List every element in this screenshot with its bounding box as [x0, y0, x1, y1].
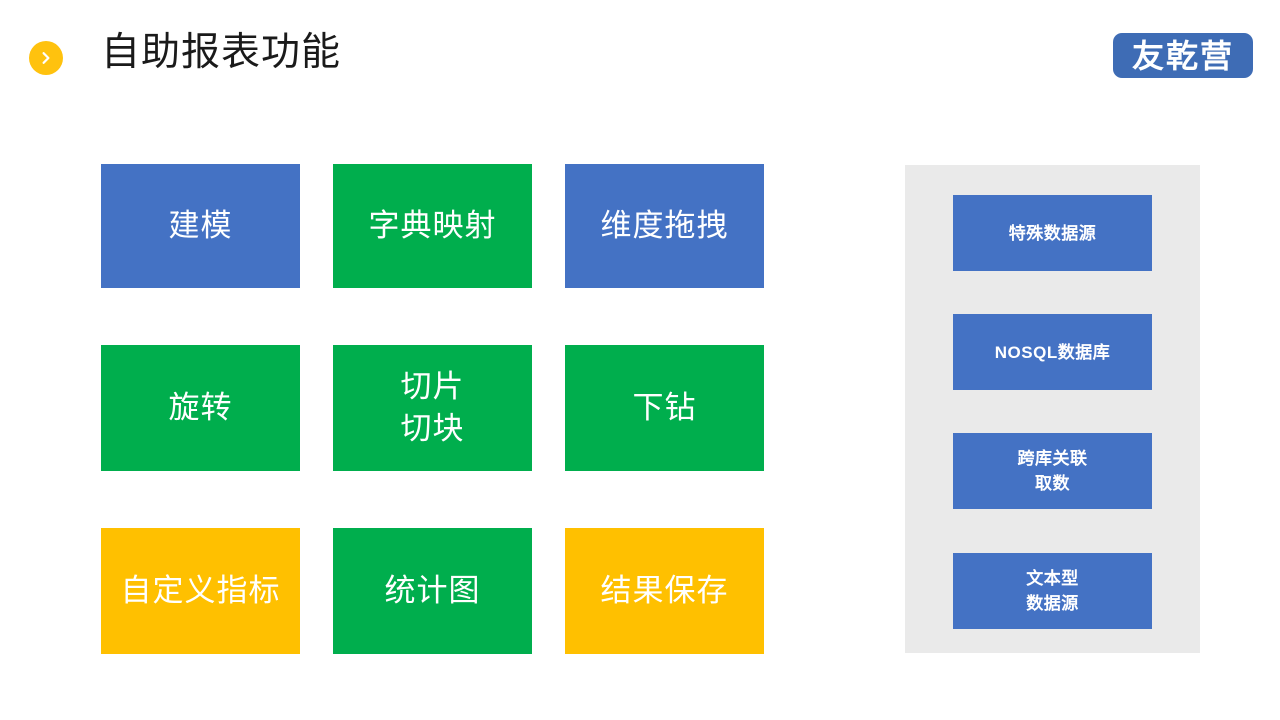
chevron-right-icon — [29, 41, 63, 75]
feature-card-jieguobaocun[interactable]: 结果保存 — [565, 528, 764, 654]
feature-card-label: 自定义指标 — [120, 573, 281, 608]
brand-logo-text: 友乾营 — [1131, 37, 1234, 74]
data-source-card-label: 特殊数据源 — [1008, 223, 1097, 243]
data-source-card-label: 跨库关联 取数 — [1017, 449, 1088, 493]
page-title: 自助报表功能 — [101, 31, 342, 74]
feature-card-qiepianqiekuai[interactable]: 切片 切块 — [333, 345, 532, 471]
data-source-card-label: NOSQL数据库 — [994, 342, 1111, 362]
data-source-card-label: 文本型 数据源 — [1026, 569, 1079, 613]
data-source-card-special[interactable]: 特殊数据源 — [953, 195, 1152, 271]
feature-card-weiduotuozhuai[interactable]: 维度拖拽 — [565, 164, 764, 288]
data-source-card-nosql[interactable]: NOSQL数据库 — [953, 314, 1152, 390]
feature-card-label: 维度拖拽 — [600, 208, 729, 243]
feature-card-xiazuan[interactable]: 下钻 — [565, 345, 764, 471]
data-source-panel: 特殊数据源 NOSQL数据库 跨库关联 取数 文本型 数据源 — [905, 165, 1200, 653]
feature-grid: 建模 字典映射 维度拖拽 旋转 切片 切块 下钻 自定义指标 统计图 结果保存 — [101, 164, 764, 654]
data-source-card-cross-db[interactable]: 跨库关联 取数 — [953, 433, 1152, 509]
brand-logo: 友乾营 — [1113, 33, 1253, 78]
feature-card-zidingyizhibiao[interactable]: 自定义指标 — [101, 528, 300, 654]
slide-header: 自助报表功能 友乾营 — [0, 0, 1280, 110]
feature-card-label: 切片 切块 — [400, 369, 465, 446]
feature-card-zidianyingshe[interactable]: 字典映射 — [333, 164, 532, 288]
feature-card-label: 字典映射 — [368, 208, 497, 243]
feature-card-tongjitu[interactable]: 统计图 — [333, 528, 532, 654]
feature-card-label: 结果保存 — [600, 573, 729, 608]
feature-card-label: 统计图 — [384, 573, 481, 608]
feature-card-label: 建模 — [168, 208, 233, 243]
feature-card-xuanzhuan[interactable]: 旋转 — [101, 345, 300, 471]
data-source-card-text[interactable]: 文本型 数据源 — [953, 553, 1152, 629]
feature-card-label: 旋转 — [168, 390, 233, 425]
feature-card-jianmo[interactable]: 建模 — [101, 164, 300, 288]
feature-card-label: 下钻 — [632, 390, 697, 425]
